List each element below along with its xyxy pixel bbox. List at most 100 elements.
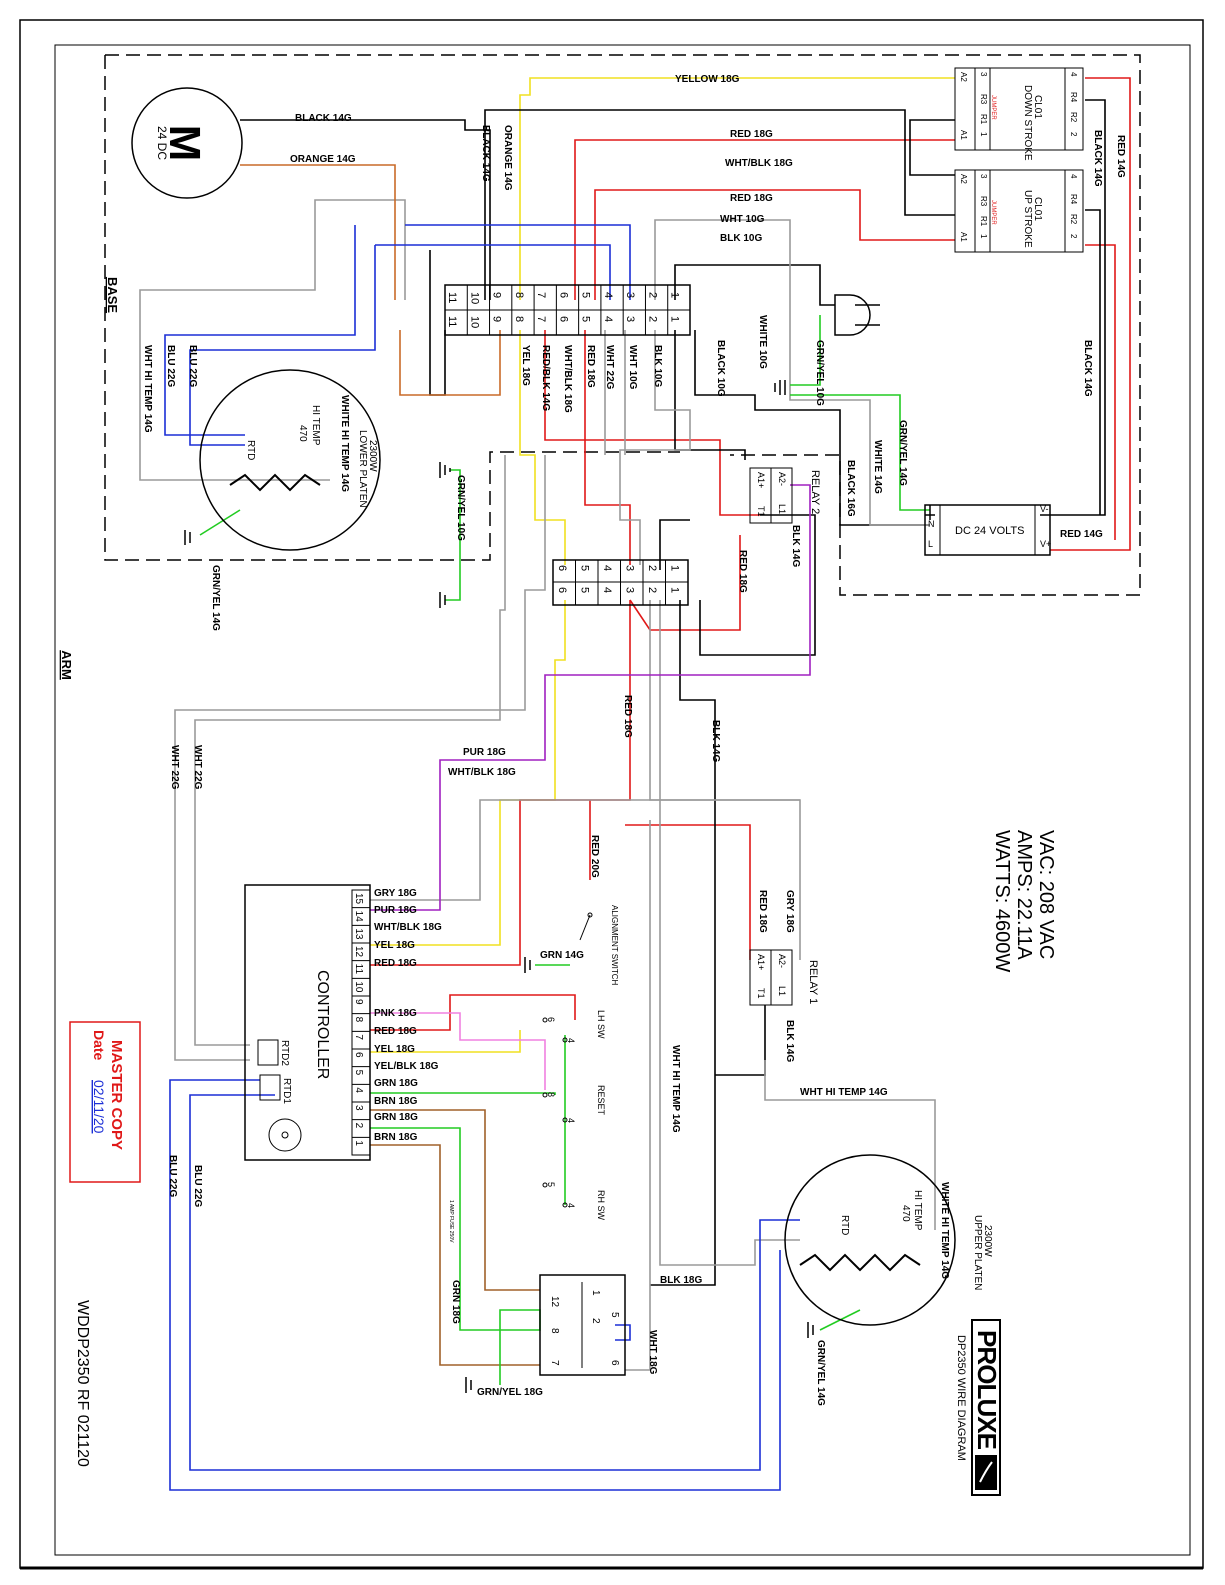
base-terminal-10-bottom: 10	[468, 316, 480, 328]
transformer-terminal-8: 8	[549, 1328, 560, 1334]
wire-label-w40: WHT 22G	[192, 745, 203, 790]
arm-terminal-2-top: 2	[646, 565, 658, 571]
controller-pin-15: 15	[353, 893, 364, 905]
cl01_down-pin-2: 2	[1069, 132, 1078, 137]
wire-label-w32: GRN/YEL 14G	[210, 565, 221, 631]
upper-platen-temp: HI TEMP	[912, 1190, 923, 1231]
lower-platen-lead: WHITE HI TEMP 14G	[339, 395, 350, 492]
controller-pin-10: 10	[353, 981, 364, 993]
wire-label-w34: BLK 14G	[790, 525, 801, 567]
wire-label-w17: GRN/YEL 14G	[897, 420, 908, 486]
alignment-switch-label: ALIGNMENT SWITCH	[610, 905, 619, 986]
switch-reset-terminal-0: 8	[546, 1092, 556, 1097]
controller-pin-5: 5	[353, 1070, 364, 1076]
controller-wire-11: GRN 18G	[374, 1112, 418, 1123]
wire-label-w45: BLK 14G	[784, 1020, 795, 1062]
ps-terminal-2: L	[928, 539, 933, 549]
wire-label-w39: WHT 22G	[169, 745, 180, 790]
cl01_down-pin-A2: A2	[959, 72, 968, 82]
relay1-pin-A2-: A2-	[777, 954, 787, 968]
rating-amps: AMPS: 22.11A	[1013, 830, 1035, 960]
wire-label-w12: RED 14G	[1115, 135, 1126, 178]
cl01_down-pin-A1: A1	[959, 130, 968, 140]
cl01_down-pin-R2: R2	[1069, 112, 1078, 123]
relay-1-name: RELAY 1	[807, 960, 819, 1004]
ps-terminal-1: N	[928, 519, 935, 529]
wire-label-w25: WHT 22G	[604, 345, 615, 390]
brand-subtitle: DP2350 WIRE DIAGRAM	[955, 1335, 967, 1461]
cl01-down-desc: DOWN STROKE	[1022, 85, 1033, 161]
wire-label-w48: BLK 18G	[660, 1275, 702, 1286]
base-terminal-2-bottom: 2	[646, 316, 658, 322]
switch-contacts	[542, 912, 593, 1208]
reset-label: RESET	[596, 1085, 606, 1116]
base-terminal-1-top: 1	[669, 292, 681, 298]
arm-terminal-1-bottom: 1	[669, 587, 681, 593]
wire-label-w10: ORANGE 14G	[502, 125, 513, 191]
wire-label-w6: RED 18G	[730, 193, 773, 204]
wire-label-w15: GRN/YEL 10G	[814, 340, 825, 406]
relay2-pin-L1: L1	[777, 504, 787, 514]
stamp-date-label: Date	[91, 1030, 107, 1061]
controller-pin-6: 6	[353, 1052, 364, 1058]
arm-terminal-2-bottom: 2	[646, 587, 658, 593]
ps-terminal-3: V+	[1040, 539, 1051, 549]
cl01_up-pin-R3: R3	[979, 196, 988, 207]
upper-platen-title: 2300W	[982, 1225, 993, 1257]
cl01_up-pin-1: 1	[979, 234, 988, 239]
controller-wire-5: PNK 18G	[374, 1008, 417, 1019]
cl01_up-pin-A1: A1	[959, 232, 968, 242]
base-enclosure	[105, 54, 1141, 596]
arm-terminal-6-bottom: 6	[556, 587, 568, 593]
stamp-date-value: 02/11/20	[91, 1080, 107, 1134]
controller-wire-2: WHT/BLK 18G	[374, 922, 442, 933]
controller-pin-8: 8	[353, 1017, 364, 1023]
cl01_down-pin-R3: R3	[979, 94, 988, 105]
transformer-terminal-1: 1	[590, 1290, 601, 1296]
transformer-terminal-6: 6	[609, 1360, 620, 1366]
base-terminal-1-bottom: 1	[669, 316, 681, 322]
lower-platen-rtd: RTD	[245, 440, 256, 460]
transformer-terminal-12: 12	[549, 1296, 560, 1308]
section-base: BASE	[105, 277, 120, 313]
controller-pin-12: 12	[353, 946, 364, 958]
upper-platen	[784, 1154, 956, 1326]
master-copy-stamp	[69, 1021, 141, 1183]
wire-label-w1: YELLOW 18G	[675, 74, 740, 85]
base-terminal-8-top: 8	[513, 292, 525, 298]
arm-terminal-5-bottom: 5	[579, 587, 591, 593]
transformer	[539, 1274, 626, 1376]
wire-label-w3: ORANGE 14G	[290, 154, 356, 165]
controller-pin-9: 9	[353, 999, 364, 1005]
wire-label-w37: PUR 18G	[463, 747, 506, 758]
controller-wire-3: YEL 18G	[374, 940, 415, 951]
controller-wire-8: YEL/BLK 18G	[374, 1061, 439, 1072]
wire-label-w22: RED/BLK 14G	[540, 345, 551, 411]
wire-label-w50: GRN 18G	[450, 1280, 461, 1324]
transformer-terminal-5: 5	[609, 1312, 620, 1318]
wire-label-w5: WHT/BLK 18G	[725, 158, 793, 169]
lower-platen-temp: HI TEMP	[310, 405, 321, 446]
base-terminal-5-top: 5	[580, 292, 592, 298]
wire-label-w43: RED 18G	[757, 890, 768, 933]
cl01_up-pin-R4: R4	[1069, 194, 1078, 205]
cl01-up-desc: UP STROKE	[1022, 190, 1033, 248]
base-terminal-9-bottom: 9	[491, 316, 503, 322]
controller-title: CONTROLLER	[314, 970, 331, 1079]
wire-label-w49: WHT 18G	[647, 1330, 658, 1375]
power-supply-label: DC 24 VOLTS	[955, 525, 1025, 537]
lh-switch-label: LH SW	[596, 1010, 606, 1039]
arm-terminal-1-top: 1	[669, 565, 681, 571]
wire-label-w38: WHT/BLK 18G	[448, 767, 516, 778]
wire-label-w51: GRN/YEL 18G	[477, 1387, 543, 1398]
cl01_up-pin-R1: R1	[979, 216, 988, 227]
base-terminal-8-bottom: 8	[513, 316, 525, 322]
rating-watts: WATTS: 4600W	[991, 830, 1013, 972]
arm-terminal-4-bottom: 4	[601, 587, 613, 593]
cl01_down-pin-R4: R4	[1069, 92, 1078, 103]
switch-rh-terminal-0: 5	[546, 1182, 556, 1187]
relay1-pin-T1: T1	[756, 988, 766, 999]
relay-2	[749, 467, 793, 524]
cl01-down-jumper: JUMPER	[990, 95, 996, 120]
